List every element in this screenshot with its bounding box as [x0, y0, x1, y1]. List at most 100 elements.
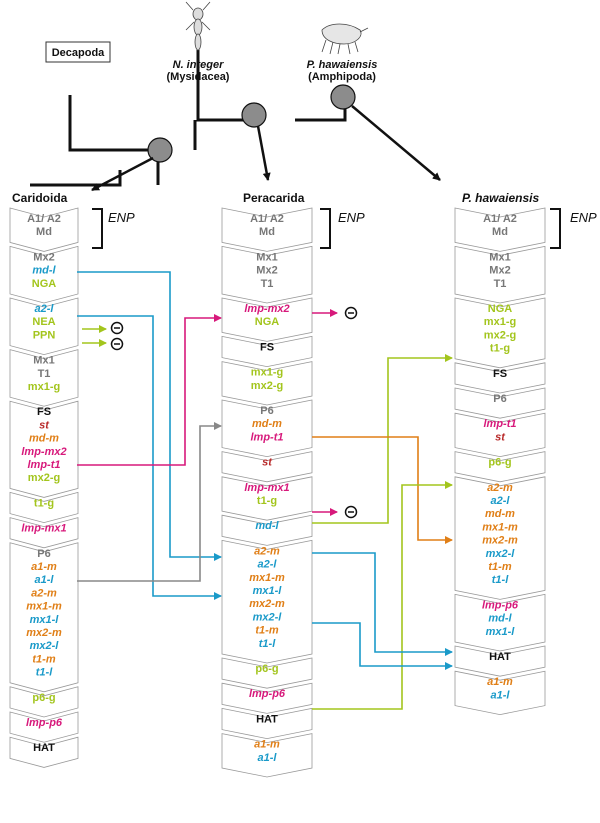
stage-box [9, 207, 79, 252]
stage-label: mx2-l [253, 611, 283, 623]
stage-box [221, 245, 313, 304]
stage-label: mx1-g [28, 381, 60, 393]
loss-icon [344, 306, 358, 320]
stage-box [221, 361, 313, 406]
stage-box [9, 686, 79, 718]
stage-label: A1/ A2 [483, 213, 517, 225]
stage-box [9, 736, 79, 768]
amphipod-icon [321, 23, 369, 55]
stage-label: t1-g [257, 495, 277, 507]
stage-label: NEA [32, 316, 55, 328]
stage-label: st [495, 431, 506, 443]
stage-label: t1-l [259, 638, 276, 650]
stage-label: mx1-m [482, 521, 518, 533]
stage-box [454, 297, 546, 369]
stage-label: mx1-l [253, 585, 283, 597]
stage-label: lmp-p6 [26, 717, 63, 729]
stage-label: A1/ A2 [27, 213, 61, 225]
enp-label-caridoida: ENP [108, 210, 135, 225]
column-hawaiensis: A1/ A2MdMx1Mx2T1NGAmx1-gmx2-gt1-gFSP6lmp… [454, 207, 546, 716]
stage-label: mx2-m [482, 535, 518, 547]
stage-label: md-l [488, 613, 512, 625]
arrow-mx1-l [312, 622, 453, 670]
stage-label: p6-g [255, 663, 278, 675]
stage-label: a1-m [31, 561, 57, 573]
stage-box [454, 476, 546, 600]
stage-label: md-l [255, 520, 279, 532]
stage-label: a1-l [35, 574, 55, 586]
tree-nodes [147, 84, 356, 163]
arrow-md-l [77, 271, 222, 561]
stage-label: mx2-l [486, 548, 516, 560]
stage-label: lmp-mx2 [21, 446, 66, 458]
stage-label: Md [492, 226, 508, 238]
stage-label: mx2-g [484, 329, 516, 341]
stage-label: a2-m [254, 545, 280, 557]
stage-label: p6-g [32, 692, 55, 704]
stage-label: lmp-t1 [251, 431, 284, 443]
stage-label: mx2-g [28, 472, 60, 484]
stage-label: mx1-l [30, 614, 60, 626]
stage-label: Mx2 [256, 265, 277, 277]
stage-label: Mx1 [256, 251, 277, 263]
decapoda-box [45, 41, 111, 63]
stage-label: md-m [485, 508, 515, 520]
amphi-group: (Amphipoda) [308, 71, 376, 83]
stage-label: st [39, 419, 50, 431]
arrow-p6-g [312, 481, 453, 710]
stage-label: lmp-t1 [28, 459, 61, 471]
stage-box [454, 362, 546, 394]
stage-label: mx1-m [249, 572, 285, 584]
stage-box [221, 207, 313, 252]
stage-label: md-m [29, 433, 59, 445]
arrow-t1-g [312, 354, 453, 524]
arrow-md-l-2 [312, 552, 453, 656]
stage-box [454, 207, 546, 252]
stage-label: mx2-l [30, 640, 60, 652]
stage-label: FS [493, 368, 507, 380]
stage-label: lmp-mx1 [21, 523, 66, 535]
stage-label: t1-l [36, 667, 53, 679]
stage-label: t1-g [34, 497, 54, 509]
stage-box [9, 400, 79, 498]
stage-label: t1-g [490, 343, 510, 355]
stage-label: lmp-mx2 [244, 303, 289, 315]
stage-box [9, 711, 79, 743]
mysid-icon [185, 1, 211, 51]
stage-label: a2-l [258, 559, 278, 571]
col-title-hawaiensis: P. hawaiensis [462, 191, 539, 205]
stage-label: a2-l [491, 495, 511, 507]
stage-label: lmp-p6 [482, 599, 519, 611]
stage-label: lmp-mx1 [244, 482, 289, 494]
stage-label: HAT [256, 713, 278, 725]
stage-box [454, 451, 546, 483]
stage-label: mx2-m [26, 627, 62, 639]
stage-label: t1-m [255, 625, 278, 637]
stage-label: P6 [260, 405, 273, 417]
col-title-caridoida: Caridoida [12, 191, 68, 205]
stage-label: a1-l [491, 689, 511, 701]
stage-label: FS [260, 341, 274, 353]
stage-label: a1-m [254, 739, 280, 751]
tree-arrows [91, 105, 441, 192]
stage-label: Md [259, 226, 275, 238]
stage-label: Mx2 [489, 265, 510, 277]
node-caridoida [147, 137, 173, 163]
stage-label: md-m [252, 418, 282, 430]
stage-box [221, 399, 313, 458]
stage-label: a1-l [258, 752, 278, 764]
stage-label: md-l [32, 265, 56, 277]
stage-box [454, 412, 546, 458]
loss-icon [110, 337, 124, 351]
stage-label: a2-m [487, 482, 513, 494]
stage-label: Mx1 [489, 251, 510, 263]
arrow-lmp-mx2 [77, 314, 222, 466]
enp-brackets [92, 208, 561, 249]
col-title-peracarida: Peracarida [243, 191, 305, 205]
shift-arrows [77, 271, 453, 710]
stage-box [9, 297, 79, 356]
stage-label: NGA [255, 316, 280, 328]
stage-box [454, 670, 546, 716]
stage-label: mx2-g [251, 380, 283, 392]
stage-label: mx2-m [249, 598, 285, 610]
